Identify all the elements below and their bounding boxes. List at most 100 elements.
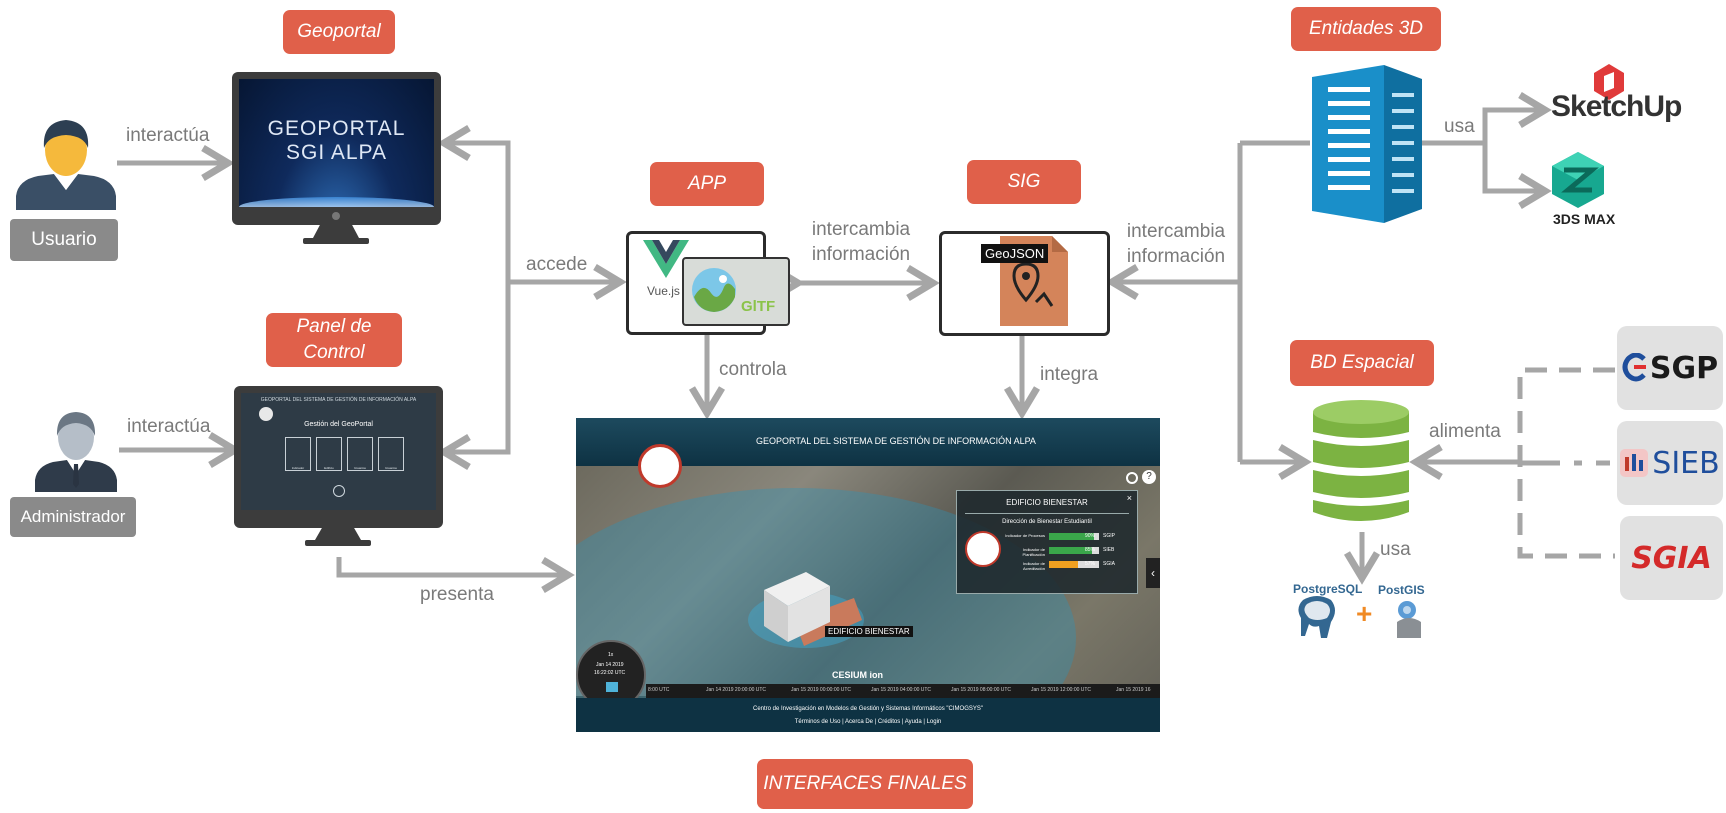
postgis-logo-icon <box>1397 601 1421 638</box>
tag-sig: SIG <box>967 160 1081 204</box>
indicator-bar-track <box>1049 533 1099 540</box>
timeline-tick: Jan 15 2019 12:00:00 UTC <box>1031 687 1092 693</box>
indicator-source: SIEB <box>1103 547 1115 553</box>
geojson-badge: GeoJSON <box>981 244 1049 263</box>
cesium-logo-icon <box>692 268 736 312</box>
timeline-tick: Jan 15 2019 16 <box>1116 687 1151 693</box>
popup-title: EDIFICIO BIENESTAR <box>1006 498 1088 507</box>
close-icon[interactable]: × <box>1126 493 1132 503</box>
side-collapse-button[interactable]: ‹ <box>1146 558 1160 588</box>
timeline-tick: Jan 15 2019 00:00:00 UTC <box>791 687 852 693</box>
geoportal-screen-line1: GEOPORTAL <box>267 117 406 140</box>
indicator-value: 85% <box>1085 547 1096 553</box>
geoportal-screen-line2: SGI ALPA <box>286 141 387 164</box>
source-sgp: SGP <box>1617 326 1723 410</box>
popup-logo-icon <box>965 531 1001 567</box>
clock-speed: 1x <box>608 652 614 658</box>
3dsmax-logo-icon <box>1552 152 1604 208</box>
label-intercambia-1: intercambia información <box>811 219 911 265</box>
label-usa-entidades: usa <box>1444 116 1475 137</box>
panel-tile-label: Indicador <box>291 466 305 470</box>
indicator-source: SGIA <box>1103 561 1115 567</box>
indicator-value: 90% <box>1085 533 1096 539</box>
panel-monitor-stand <box>315 528 361 540</box>
tag-bd-espacial: BD Espacial <box>1290 340 1434 386</box>
sieb-label: SIEB <box>1652 445 1720 481</box>
timeline-bar[interactable]: 8:00 UTC Jan 14 2019 20:00:00 UTC Jan 15… <box>646 684 1160 698</box>
app-box: Vue.js GlTF <box>626 231 790 335</box>
indicator-row: Indicador de Planificación 85% SIEB <box>1005 545 1129 557</box>
indicator-bar-fill <box>1049 561 1078 568</box>
panel-monitor: GEOPORTAL DEL SISTEMA DE GESTIÓN DE INFO… <box>234 386 443 528</box>
logo-badge-icon <box>638 444 682 488</box>
panel-screen-tiles: Indicador Edificio Usuarios Usuarios <box>285 437 404 471</box>
indicator-bar-fill <box>1049 533 1094 540</box>
play-pause-button[interactable] <box>606 682 618 692</box>
panel-tile: Edificio <box>316 437 342 471</box>
panel-tile-label: Edificio <box>324 466 334 470</box>
indicator-label: Indicador de Acreditación <box>1022 561 1045 571</box>
label-alimenta: alimenta <box>1429 421 1501 442</box>
panel-tile-label: Usuarios <box>385 466 397 470</box>
panel-screen-title: Gestión del GeoPortal <box>304 421 373 428</box>
indicator-label: Indicador de Planificación <box>1022 547 1045 557</box>
sgp-label: SGP <box>1649 350 1719 386</box>
footer-links[interactable]: Términos de Uso | Acerca De | Créditos |… <box>794 719 942 725</box>
footer-line1: Centro de Investigación en Modelos de Ge… <box>752 706 984 712</box>
gltf-label: GlTF <box>741 298 776 315</box>
label-accede: accede <box>526 254 588 275</box>
building-icon <box>1312 65 1422 223</box>
sketchup-label: SketchUp <box>1551 90 1682 123</box>
panel-tile: Usuarios <box>378 437 404 471</box>
clock-time: 16:22:02 UTC <box>594 670 626 676</box>
panel-tile: Usuarios <box>347 437 373 471</box>
database-icon <box>1313 400 1409 521</box>
indicator-source: SGIP <box>1103 533 1115 539</box>
help-icon[interactable]: ? <box>1142 470 1156 484</box>
geoportal-monitor: GEOPORTAL SGI ALPA <box>232 72 441 225</box>
arrow-accede-panel <box>437 282 511 471</box>
final-footer <box>576 698 1160 732</box>
sgia-label: SGIA <box>1631 540 1712 576</box>
indicator-bar-track <box>1049 547 1099 554</box>
sgp-logo-icon <box>1622 353 1646 382</box>
plus-sign: + <box>1356 598 1373 629</box>
panel-screen: GEOPORTAL DEL SISTEMA DE GESTIÓN DE INFO… <box>241 393 436 510</box>
label-presenta: presenta <box>420 584 494 605</box>
clock-date: Jan 14 2019 <box>596 662 624 668</box>
arrow-usa-sketchup <box>1482 91 1552 143</box>
indicator-row: Indicador de Procesos 90% SGIP <box>1005 531 1129 543</box>
label-usuario: Usuario <box>10 219 118 261</box>
label-usa-bd: usa <box>1380 539 1411 560</box>
geoportal-monitor-base <box>303 238 369 244</box>
source-sieb: SIEB <box>1617 421 1723 505</box>
arrow-presenta <box>336 556 575 594</box>
postgis-label: PostGIS <box>1378 583 1425 597</box>
timeline-tick: Jan 15 2019 04:00:00 UTC <box>871 687 932 693</box>
usuario-icon <box>16 120 116 210</box>
sig-box: GeoJSON <box>939 231 1110 336</box>
postgresql-label: PostgreSQL <box>1293 582 1363 596</box>
3dsmax-label: 3DS MAX <box>1553 211 1616 227</box>
label-integra: integra <box>1040 364 1099 385</box>
geoportal-screen: GEOPORTAL SGI ALPA <box>239 79 434 207</box>
administrador-icon <box>35 412 117 492</box>
panel-tile: Indicador <box>285 437 311 471</box>
final-interface: GEOPORTAL DEL SISTEMA DE GESTIÓN DE INFO… <box>576 418 1160 732</box>
arrow-accede-geoportal <box>437 124 511 282</box>
sieb-logo-icon <box>1620 449 1649 477</box>
sketchup-logo-icon <box>1594 64 1624 100</box>
indicator-value: 57% <box>1085 561 1096 567</box>
search-icon[interactable] <box>1126 472 1138 484</box>
source-sgia: SGIA <box>1620 516 1723 600</box>
label-administrador: Administrador <box>10 497 136 537</box>
vue-logo-icon <box>643 240 689 278</box>
geoportal-monitor-stand <box>313 225 359 238</box>
timeline-tick: Jan 15 2019 08:00:00 UTC <box>951 687 1012 693</box>
popup-subtitle: Dirección de Bienestar Estudiantil <box>1002 519 1092 525</box>
arrow-usa-3dsmax <box>1482 143 1552 210</box>
tag-app: APP <box>650 162 764 206</box>
info-popup: EDIFICIO BIENESTAR × Dirección de Bienes… <box>956 490 1138 594</box>
building-3d-icon <box>748 572 864 648</box>
